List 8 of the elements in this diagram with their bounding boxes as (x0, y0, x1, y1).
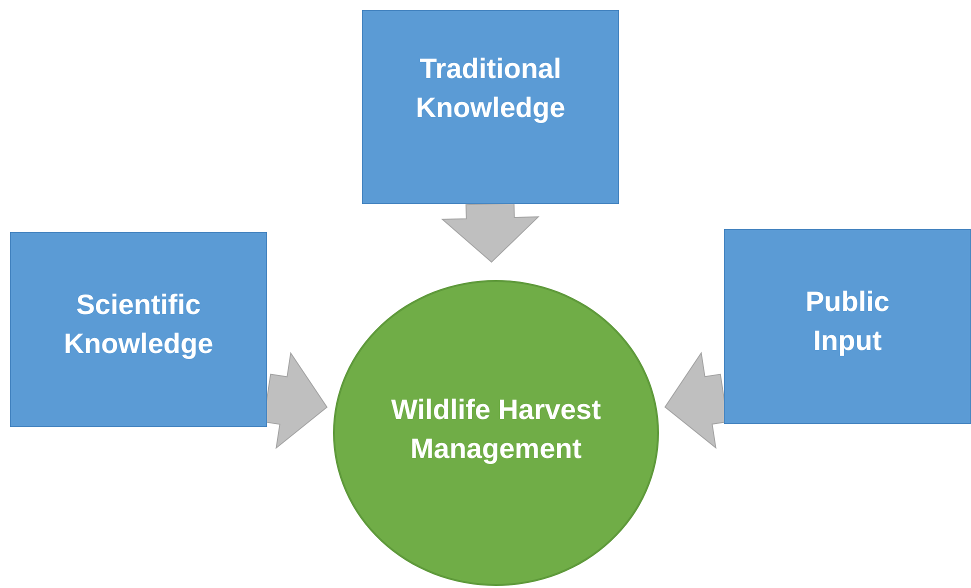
block-arrow (441, 202, 540, 263)
process-box (724, 229, 971, 424)
node-label: Public Input (804, 284, 890, 358)
process-box (10, 232, 267, 427)
node-label: Traditional Knowledge (414, 52, 566, 125)
process-box (362, 10, 619, 204)
node-label: Scientific Knowledge (62, 288, 214, 361)
node-label: Wildlife Harvest Management (390, 393, 602, 466)
